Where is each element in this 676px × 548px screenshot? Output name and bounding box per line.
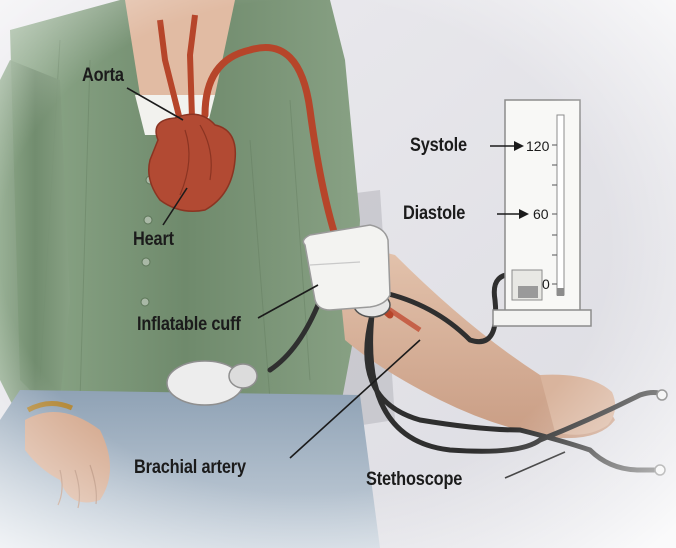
diastole-label: Diastole [403, 204, 465, 223]
gauge-tick-60: 60 [533, 207, 549, 221]
inflatable-cuff-label: Inflatable cuff [137, 315, 241, 334]
gauge-tick-120: 120 [526, 139, 549, 153]
aorta-label: Aorta [82, 66, 124, 85]
brachial-artery-label: Brachial artery [134, 458, 246, 477]
stethoscope-label: Stethoscope [366, 470, 462, 489]
gauge-tick-0: 0 [542, 277, 550, 291]
systole-label: Systole [410, 136, 467, 155]
heart-label: Heart [133, 230, 174, 249]
